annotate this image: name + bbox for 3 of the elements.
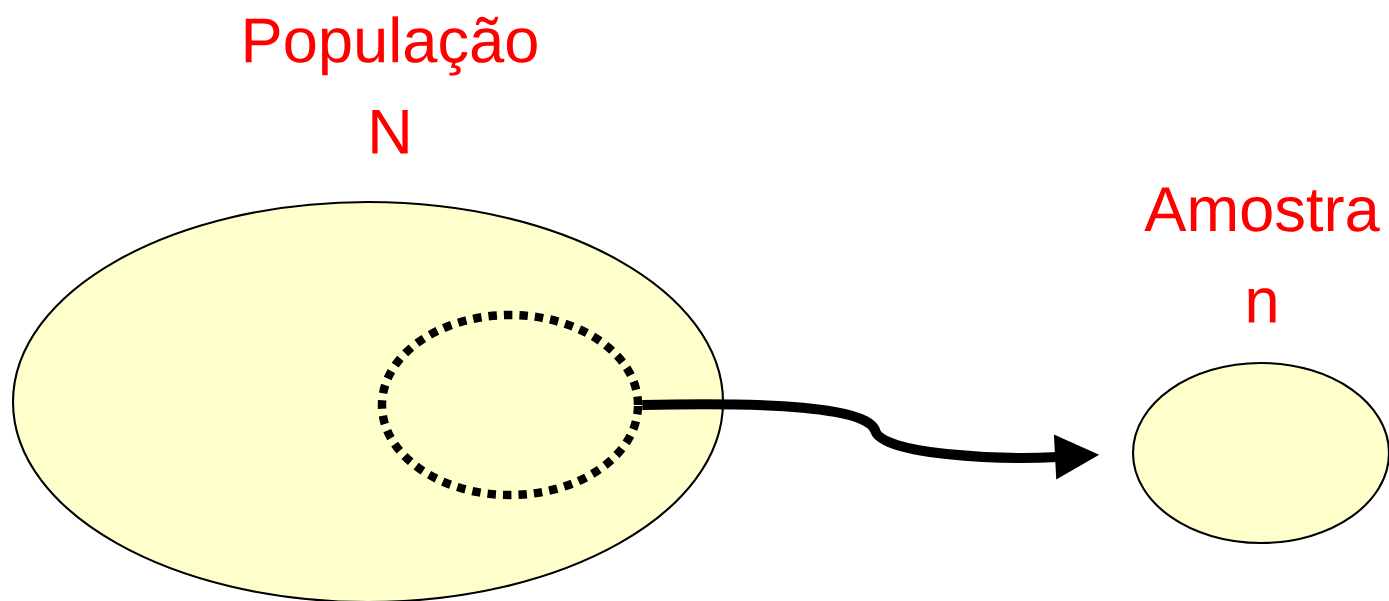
dotted-ellipse xyxy=(377,310,643,500)
heading: População N xyxy=(245,16,537,154)
heading: Amostra n xyxy=(1144,187,1380,323)
